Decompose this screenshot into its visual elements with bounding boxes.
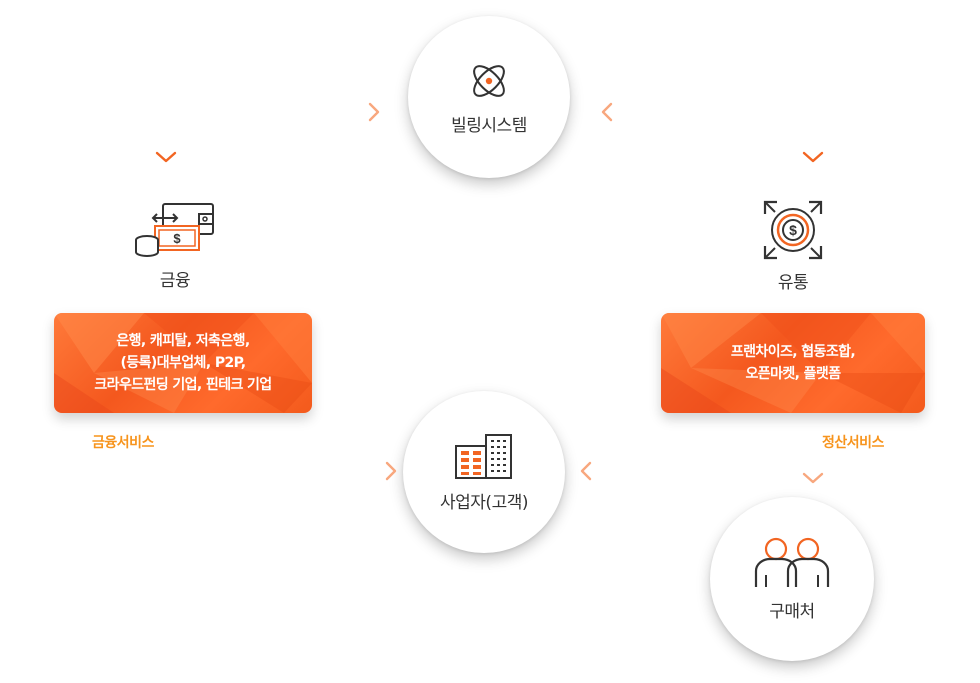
- chevron-right-icon: [385, 461, 397, 481]
- distribution-node: $ 유통: [738, 198, 848, 293]
- finance-service-label: 금융서비스: [92, 435, 154, 451]
- finance-institutions-box: 은행, 캐피탈, 저축은행, (등록)대부업체, P2P, 크라우드펀딩 기업,…: [54, 313, 312, 413]
- business-label: 사업자(고객): [440, 492, 528, 513]
- buyer-label: 구매처: [769, 601, 815, 622]
- chevron-down-icon: [155, 151, 177, 163]
- distribution-box-line-2: 오픈마켓, 플랫폼: [745, 366, 842, 382]
- finance-box-line-1: 은행, 캐피탈, 저축은행,: [116, 333, 250, 349]
- money-transfer-icon: $: [135, 203, 214, 257]
- dollar-coin-icon: $: [763, 200, 823, 260]
- business-node: 사업자(고객): [403, 391, 565, 553]
- finance-box-line-2: (등록)대부업체, P2P,: [120, 355, 246, 371]
- finance-label: 금융: [159, 271, 191, 291]
- chevron-left-icon: [580, 461, 592, 481]
- people-icon: [754, 537, 830, 587]
- distribution-partners-box: 프랜차이즈, 협동조합, 오픈마켓, 플랫폼: [661, 313, 925, 413]
- chevron-left-icon: [601, 102, 613, 122]
- billing-system-node: 빌링시스템: [408, 16, 570, 178]
- finance-node: $ 금융: [120, 200, 230, 291]
- chevron-right-icon: [368, 102, 380, 122]
- facet-pattern: [661, 313, 925, 413]
- distribution-box-line-1: 프랜차이즈, 협동조합,: [730, 344, 856, 360]
- distribution-label: 유통: [777, 273, 809, 293]
- atom-icon: [473, 64, 505, 97]
- svg-text:$: $: [173, 231, 181, 246]
- building-icon: [455, 433, 512, 479]
- settlement-service-label: 정산서비스: [822, 435, 884, 451]
- svg-text:$: $: [789, 222, 797, 238]
- finance-box-line-3: 크라우드펀딩 기업, 핀테크 기업: [94, 377, 272, 393]
- facet-pattern: [54, 313, 312, 413]
- billing-system-label: 빌링시스템: [451, 115, 527, 136]
- buyer-node: 구매처: [710, 497, 874, 661]
- chevron-down-icon: [802, 151, 824, 163]
- chevron-down-icon: [802, 472, 824, 484]
